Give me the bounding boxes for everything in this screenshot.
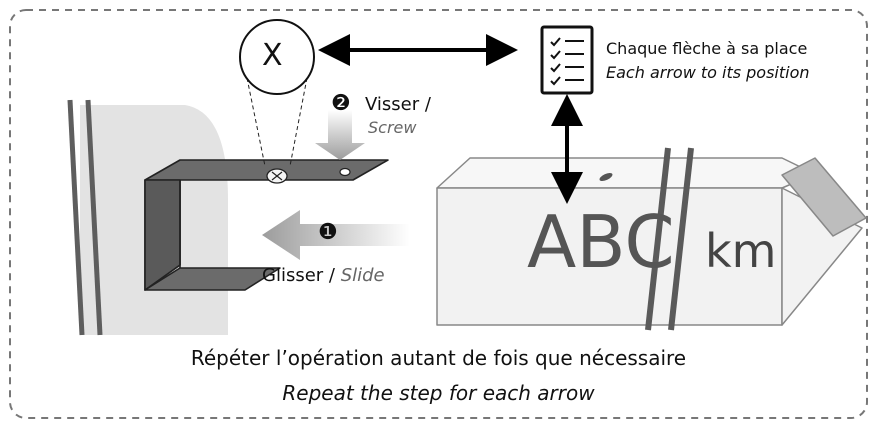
sign-hole — [599, 172, 613, 182]
screw-head — [266, 168, 288, 184]
slide-label: Glisser / Slide — [262, 265, 385, 286]
footer-en: Repeat the step for each arrow — [282, 381, 595, 405]
screw-label-en: Screw — [368, 118, 417, 137]
sign-post — [645, 147, 694, 331]
slide-label-fr: Glisser / — [262, 265, 335, 286]
dashed-frame — [9, 9, 868, 419]
sign-letters: ABC — [527, 200, 675, 284]
sign-unit: km — [705, 224, 777, 278]
c-bracket — [144, 159, 389, 291]
magnifier-circle-icon — [239, 19, 315, 167]
screw-hole — [339, 167, 351, 177]
checklist-icon — [540, 25, 594, 95]
direction-sign — [436, 157, 867, 326]
zoom-label: X — [262, 38, 283, 73]
step-one-badge: ❶ — [318, 220, 338, 245]
screw-arrow-icon — [315, 110, 365, 160]
step-two-badge: ❷ — [331, 91, 351, 116]
screw-label-fr: Visser / — [365, 94, 431, 115]
footer-fr: Répéter l’opération autant de fois que n… — [190, 346, 687, 370]
checklist-label-en: Each arrow to its position — [606, 63, 810, 82]
slide-label-en: Slide — [340, 265, 385, 286]
checklist-label-fr: Chaque flèche à sa place — [606, 39, 808, 58]
slide-arrow-icon — [262, 210, 410, 260]
